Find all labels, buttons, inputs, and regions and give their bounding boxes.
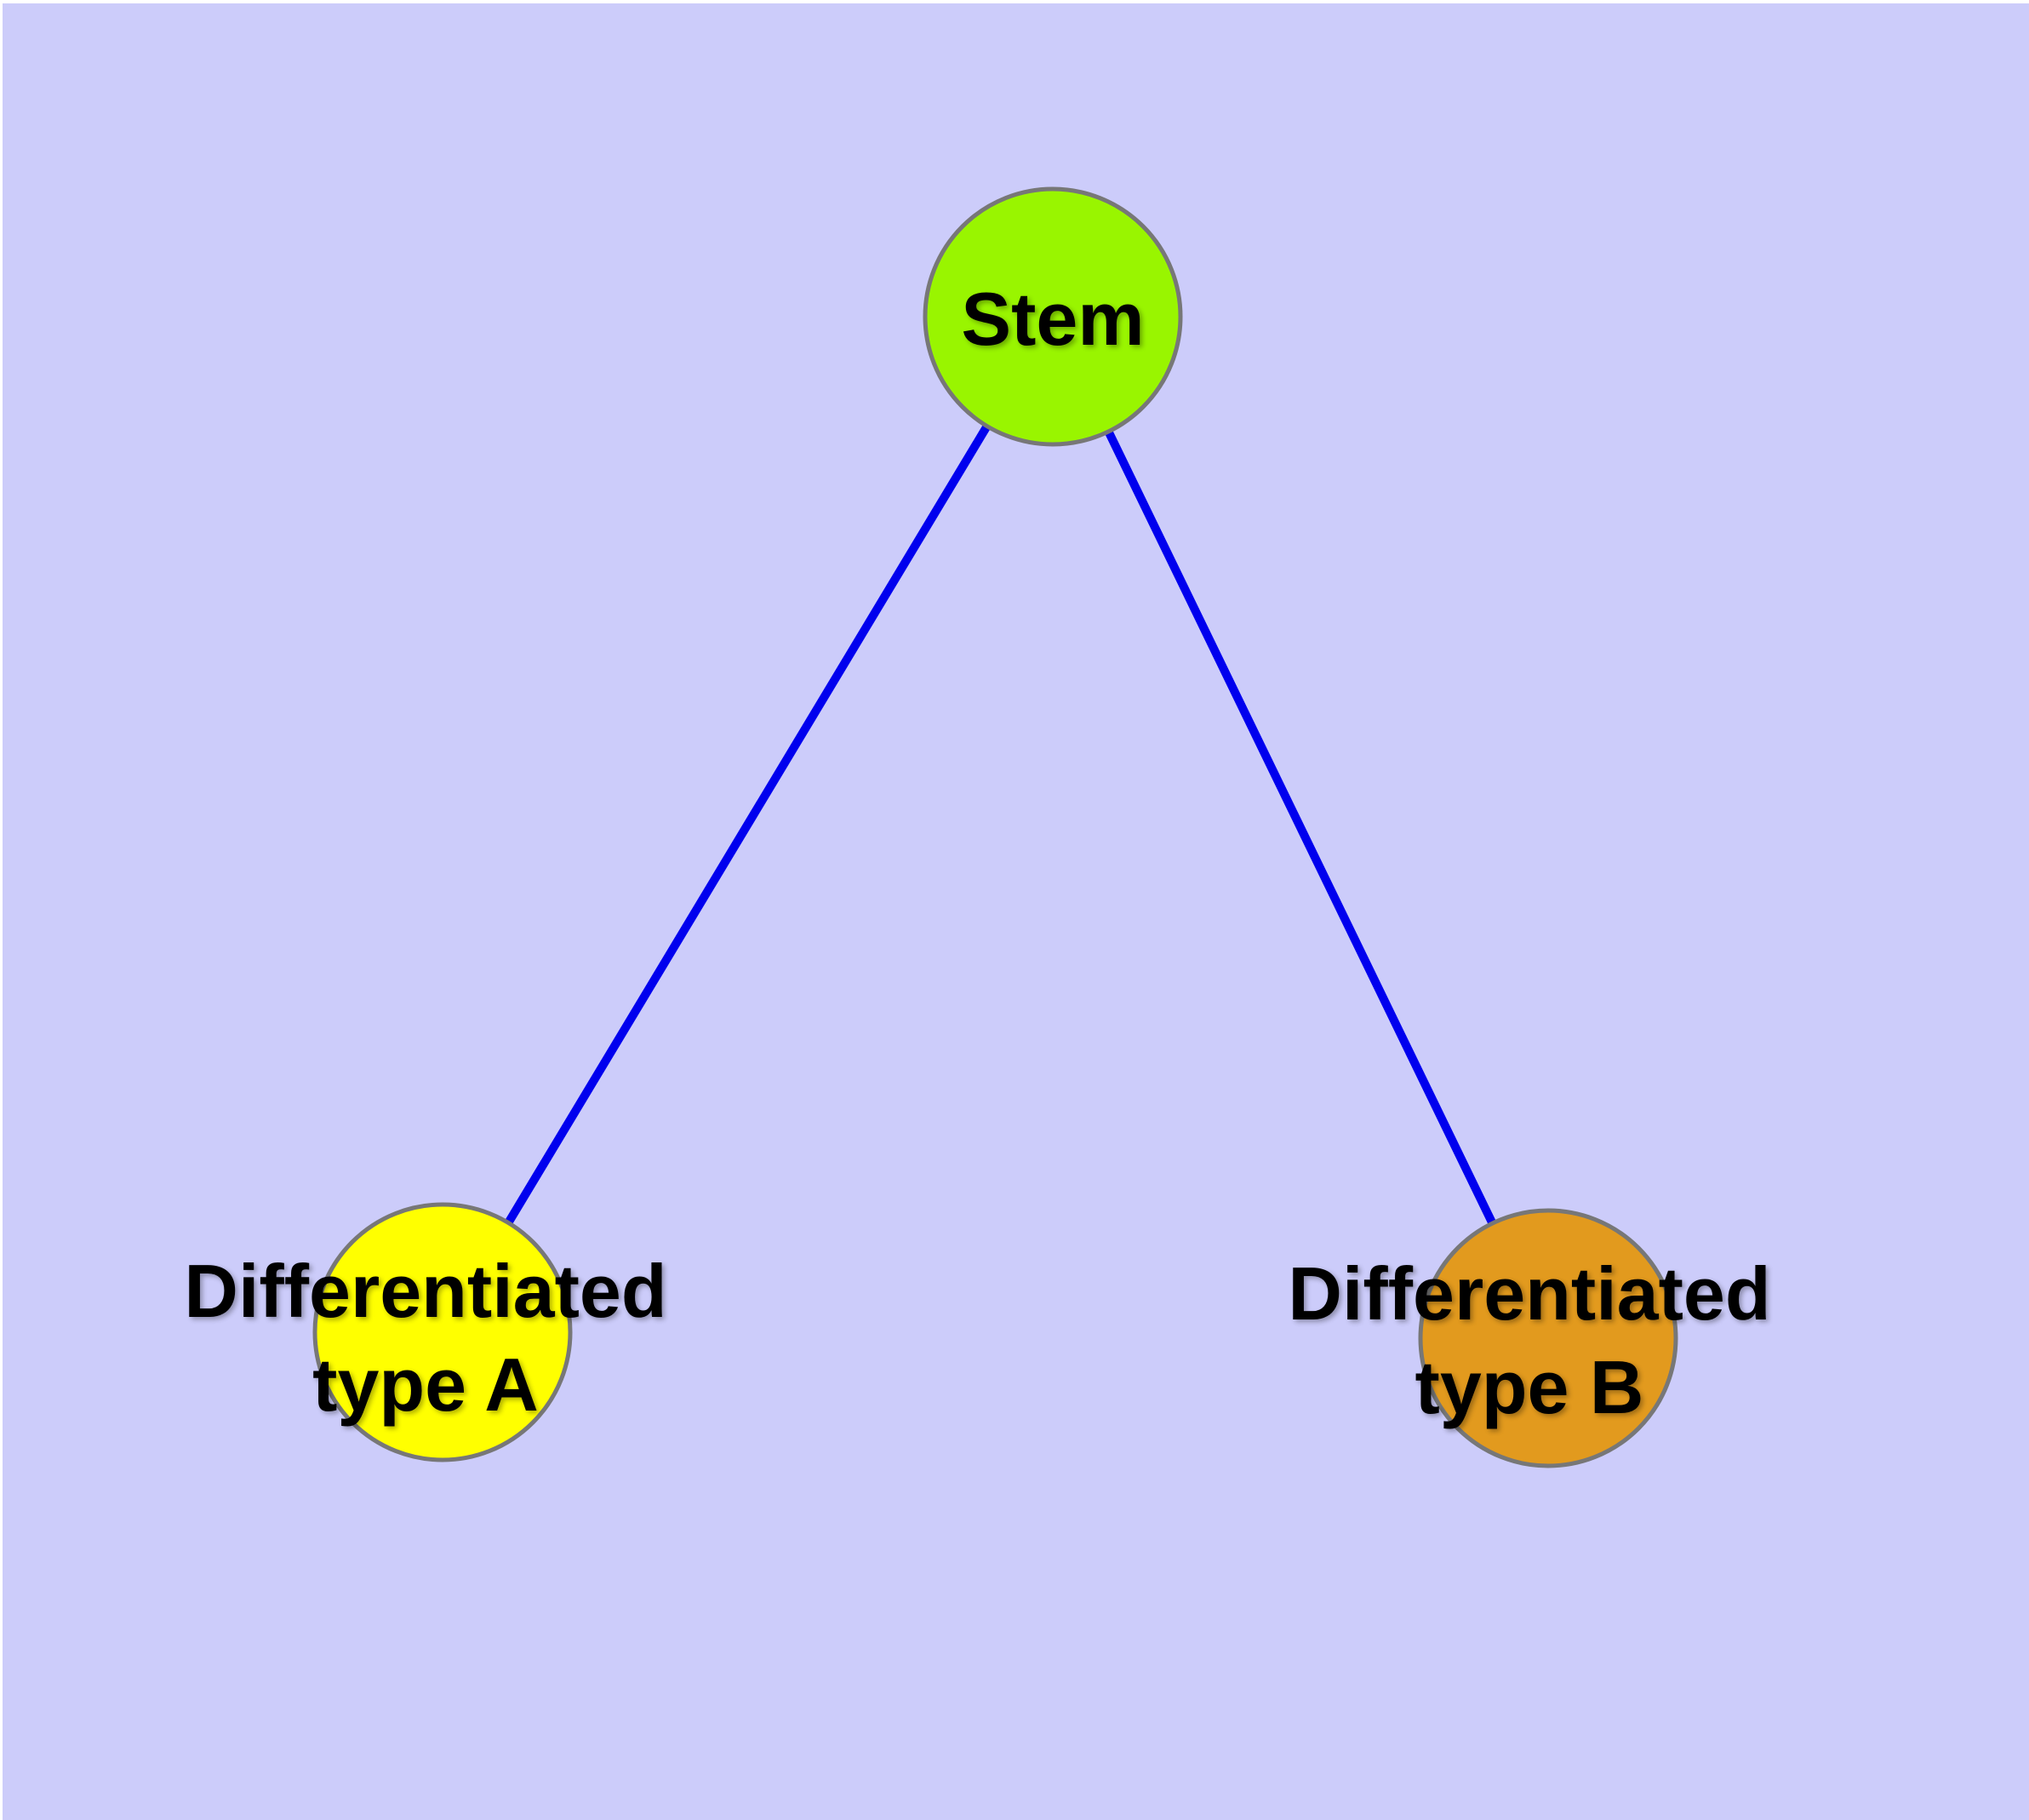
- node-type-a-label-line2: type A: [312, 1342, 539, 1427]
- edge-stem-to-type-b: [1049, 314, 1552, 1341]
- node-type-b-label-line2: type B: [1415, 1345, 1644, 1429]
- node-type-a-circle: [312, 1202, 573, 1462]
- node-stem-label: Stem: [961, 272, 1144, 366]
- node-stem-label-text: Stem: [961, 277, 1145, 361]
- node-type-b-label-line1: Differentiated: [1288, 1251, 1771, 1336]
- node-type-b-circle: [1418, 1208, 1678, 1468]
- node-type-b-label: Differentiated type B: [1288, 1247, 1770, 1434]
- node-type-a-label-line1: Differentiated: [184, 1249, 667, 1333]
- node-stem-circle: [923, 186, 1183, 447]
- edge-stem-to-type-a: [438, 314, 1057, 1335]
- node-type-a-label: Differentiated type A: [184, 1245, 666, 1432]
